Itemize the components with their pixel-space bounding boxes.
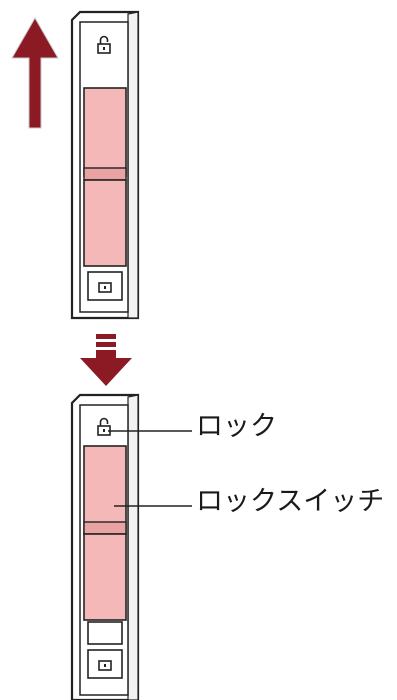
lock-switch-lower-top: [83, 179, 127, 267]
switch-tail-bottom: [87, 621, 123, 645]
open-padlock-icon: [97, 35, 111, 54]
closed-padlock-icon: [98, 660, 112, 671]
locked-assembly: [70, 393, 140, 700]
transition-down-arrow: [80, 334, 132, 386]
lock-callout-label: ロック: [196, 411, 277, 442]
switch-groove-bottom: [83, 521, 127, 535]
closed-padlock-icon: [98, 282, 112, 293]
switch-groove-top: [83, 167, 127, 181]
lock-switch-callout-label: ロックスイッチ: [196, 486, 385, 517]
lock-switch-upper-bottom: [83, 445, 127, 535]
lock-switch-upper-top: [83, 87, 127, 177]
lock-switch-lower-bottom: [83, 533, 127, 621]
housing-side-bottom: [127, 394, 139, 700]
unlocked-assembly: [70, 10, 140, 320]
housing-side-top: [127, 11, 139, 319]
slide-up-arrow: [11, 16, 59, 129]
